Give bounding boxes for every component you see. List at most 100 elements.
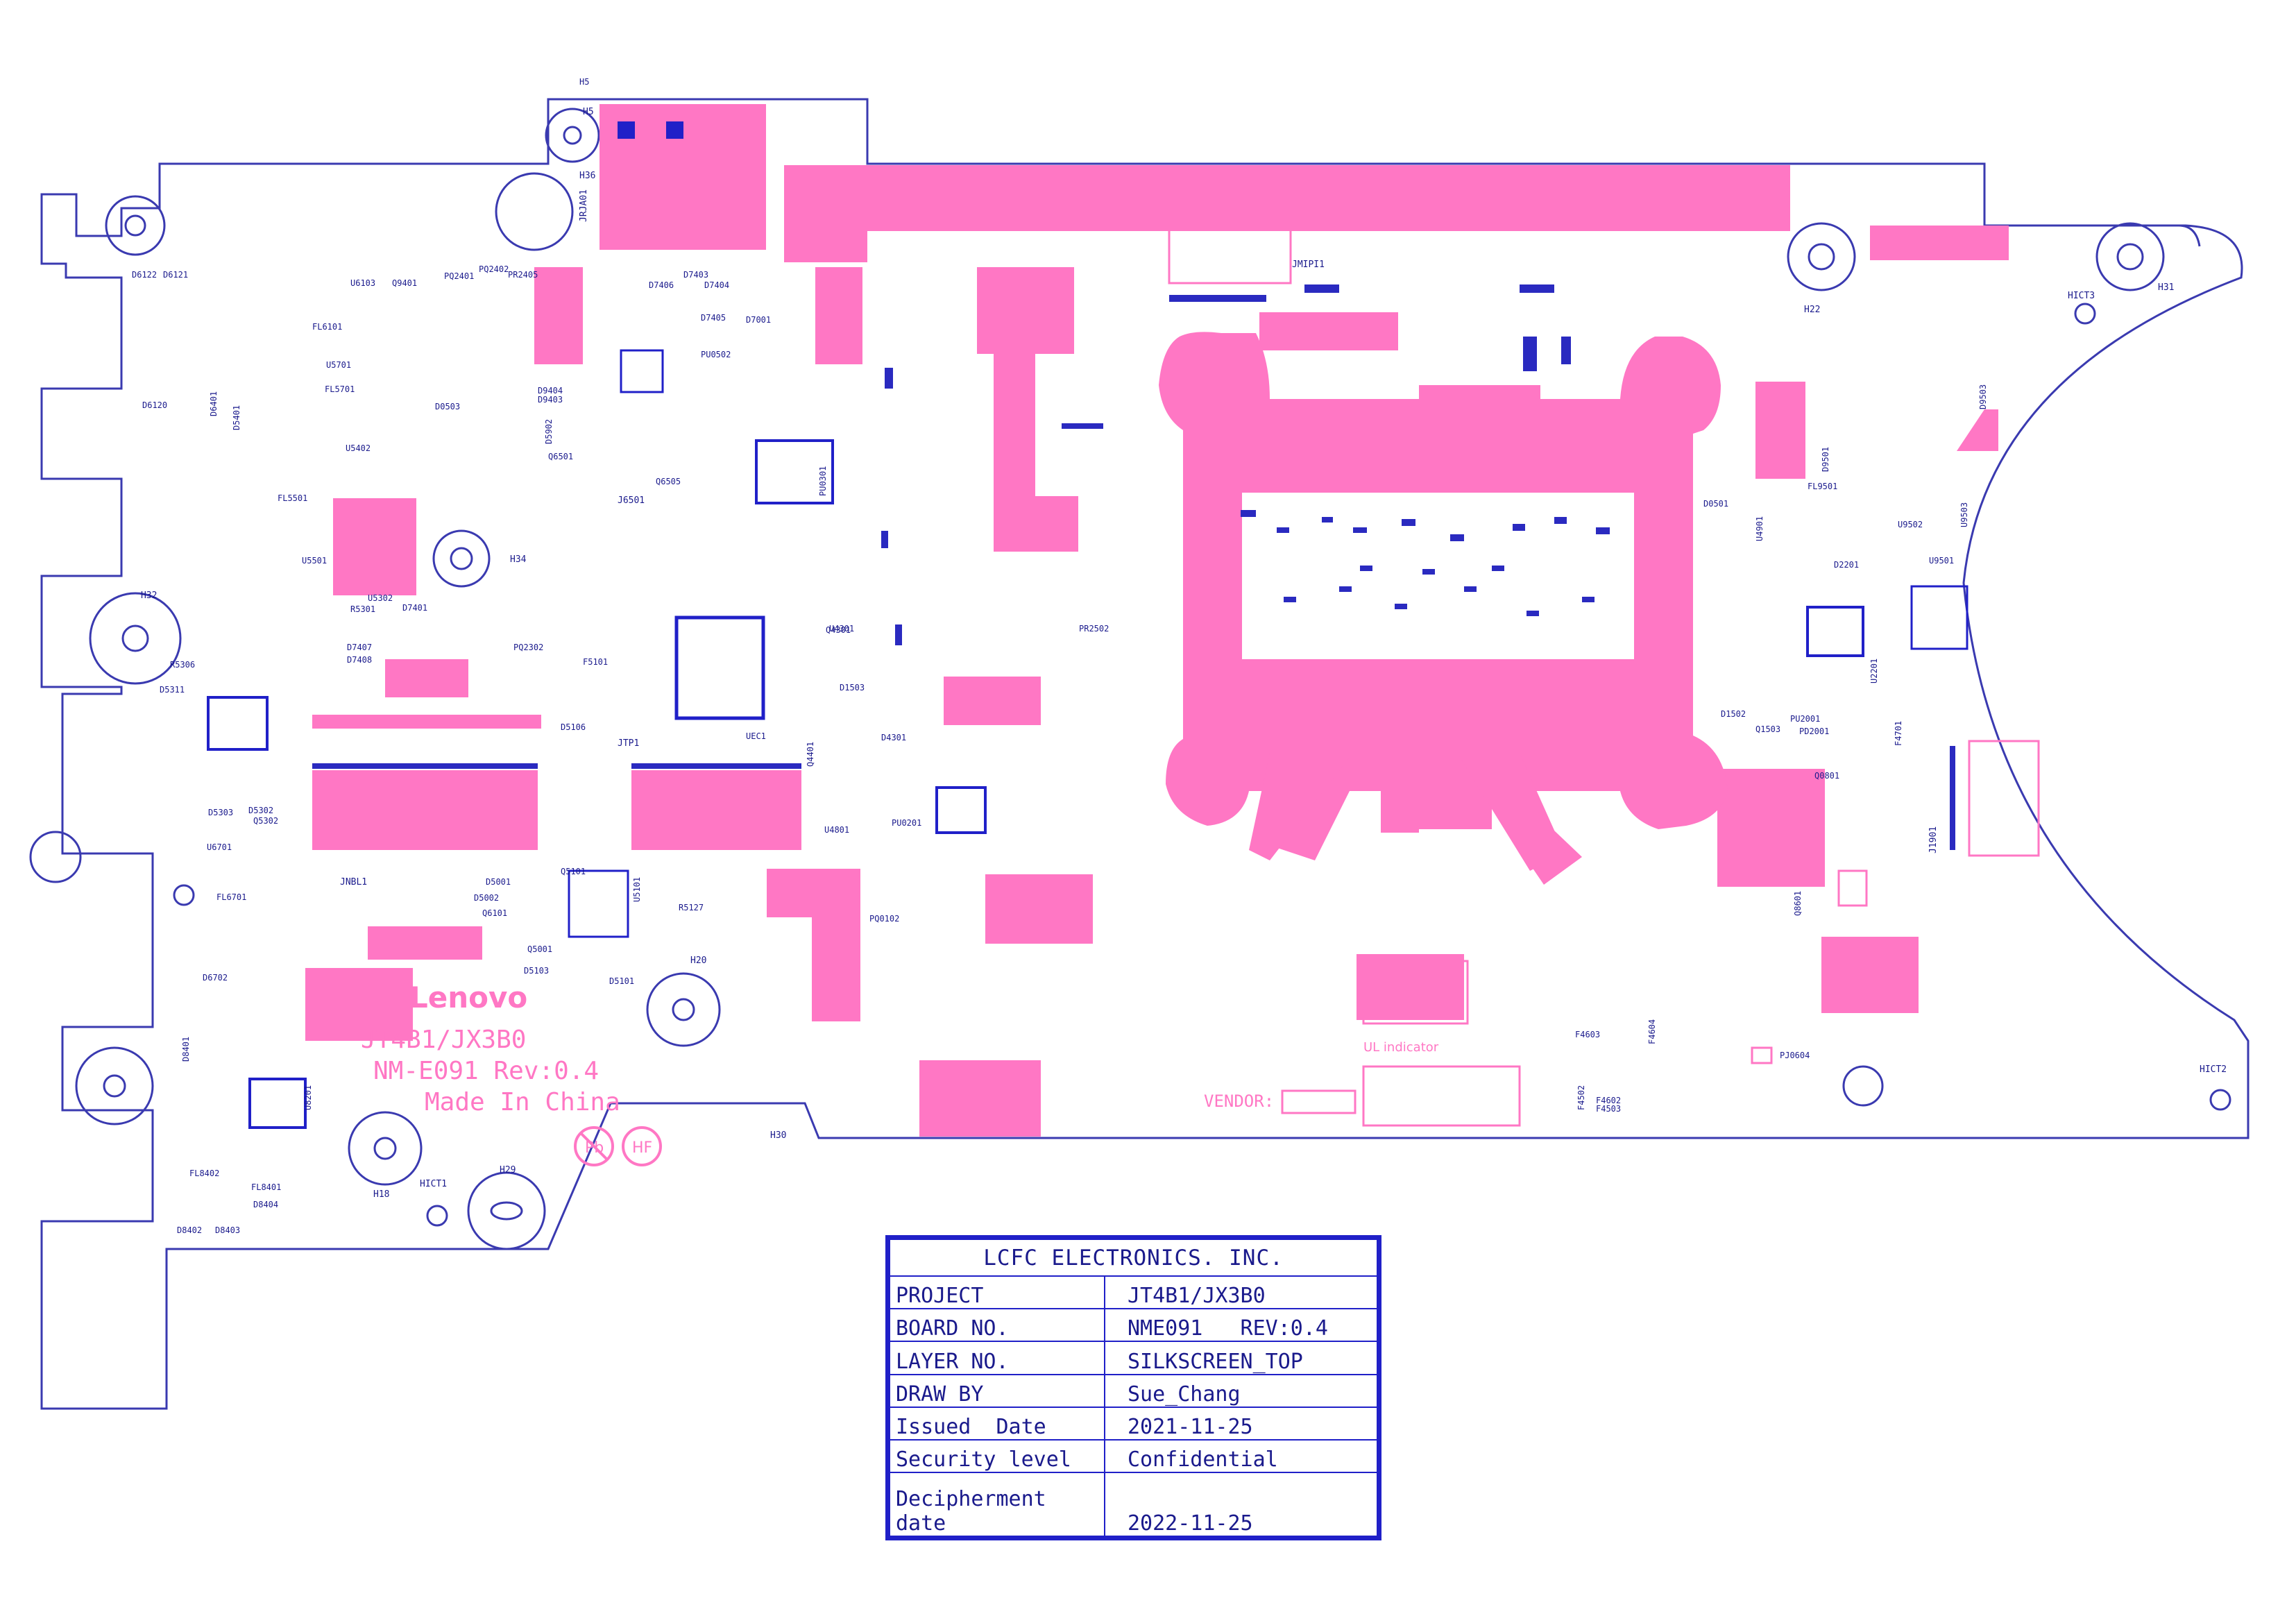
ref-designator: D6702 — [203, 973, 228, 983]
ref-designator: F4602 — [1596, 1096, 1621, 1105]
mounting-hole-h29 — [467, 1171, 546, 1250]
ic-u8201 — [248, 1078, 307, 1129]
mounting-hole-h31 — [2095, 222, 2165, 291]
ref-designator: D5902 — [544, 419, 554, 444]
ref-designator: U9501 — [1929, 556, 1954, 566]
layer-no-value: SILKSCREEN_TOP — [1104, 1341, 1378, 1375]
ref-designator: U6103 — [350, 278, 375, 288]
vendor-box — [1281, 1089, 1357, 1114]
lead-free-mark — [574, 1126, 614, 1166]
ref-designator: U5402 — [346, 443, 371, 453]
ref-designator: D5001 — [486, 877, 511, 887]
board-no-label: BOARD NO. — [889, 1308, 1105, 1343]
hole-label-h34: H34 — [510, 554, 527, 565]
ref-designator: Q4401 — [806, 742, 815, 767]
security-level-value: Confidential — [1104, 1438, 1378, 1474]
ref-designator: F5101 — [583, 657, 608, 667]
test-point-hict1 — [426, 1205, 448, 1227]
mounting-hole-h32 — [89, 592, 182, 685]
draw-by-label: DRAW BY — [889, 1373, 1105, 1408]
mounting-hole-right — [1842, 1065, 1884, 1107]
ref-designator: U4901 — [1755, 516, 1764, 541]
ref-designator: D9404 — [538, 386, 563, 396]
draw-by-value: Sue_Chang — [1104, 1373, 1378, 1408]
ref-designator: D4301 — [881, 733, 906, 742]
ref-designator: FL6701 — [216, 892, 246, 902]
hole-label-hict2: HICT2 — [2200, 1064, 2227, 1075]
ref-designator: FL5701 — [325, 384, 355, 394]
ic-u5101 — [568, 869, 629, 938]
ref-designator: H5 — [579, 77, 589, 87]
jmipi1-outline — [1168, 195, 1292, 284]
board-model-label: JT4B1/JX3B0 — [361, 1026, 526, 1054]
oval-hole-h29 — [490, 1201, 523, 1221]
ic-pu0201 — [935, 786, 987, 834]
issued-date-label: Issued Date — [889, 1406, 1105, 1441]
ref-designator: F4502 — [1576, 1085, 1586, 1110]
ref-designator: D7401 — [402, 603, 427, 613]
ref-designator: D6121 — [163, 270, 188, 280]
ref-designator: FL9501 — [1808, 482, 1837, 491]
ref-designator: PD2001 — [1799, 726, 1829, 736]
ref-designator: PQ2401 — [444, 271, 474, 281]
security-level-label: Security level — [889, 1438, 1105, 1474]
mounting-hole-h18 — [348, 1111, 423, 1186]
ref-designator: D8404 — [253, 1200, 278, 1209]
ref-designator: R5301 — [350, 604, 375, 614]
ref-designator: D0501 — [1703, 499, 1728, 509]
ref-designator: U4801 — [824, 825, 849, 835]
ref-designator: PU0301 — [818, 466, 828, 496]
hole-label-h36: H36 — [579, 171, 595, 181]
ref-designator: D7403 — [683, 270, 708, 280]
made-in-label: Made In China — [425, 1088, 620, 1116]
lead-free-mark-text: Pb — [585, 1139, 604, 1157]
ic-u9501 — [1910, 585, 1968, 650]
hole-label-h5: H5 — [583, 107, 594, 117]
hole-label-h31: H31 — [2158, 282, 2174, 293]
jnbl1-connector-pad — [312, 770, 538, 850]
ref-designator: D7406 — [649, 280, 674, 290]
jtp1-connector-pad — [631, 770, 801, 850]
ref-designator: D7405 — [701, 313, 726, 323]
ref-designator: Q4301 — [826, 625, 851, 635]
ref-designator: D8401 — [181, 1037, 191, 1062]
vendor-label: VENDOR: — [1204, 1091, 1274, 1111]
ref-designator: D1503 — [840, 683, 865, 692]
project-value: JT4B1/JX3B0 — [1104, 1275, 1378, 1310]
hole-label-h30: H30 — [770, 1130, 786, 1141]
ref-designator: F4603 — [1575, 1030, 1600, 1039]
hole-label-h22: H22 — [1804, 305, 1820, 315]
ref-designator: D7408 — [347, 655, 372, 665]
ref-designator: Q5001 — [527, 944, 552, 954]
ref-designator: D5302 — [248, 806, 273, 815]
ref-designator: D7404 — [704, 280, 729, 290]
ref-designator: D1502 — [1721, 709, 1746, 719]
mounting-hole-left-1 — [105, 195, 166, 256]
ref-designator: D9503 — [1978, 384, 1988, 409]
ref-designator: F4503 — [1596, 1104, 1621, 1114]
ref-designator: D7001 — [746, 315, 771, 325]
ref-designator: U9502 — [1898, 520, 1923, 529]
hole-label-h20: H20 — [690, 955, 706, 966]
ref-designator: U6701 — [207, 842, 232, 852]
ref-designator: PU0502 — [701, 350, 731, 359]
mounting-hole-h5 — [545, 108, 600, 163]
layer-no-label: LAYER NO. — [889, 1341, 1105, 1375]
ref-designator: FL6101 — [312, 322, 342, 332]
board-notch — [2178, 224, 2201, 247]
issued-date-value: 2021-11-25 — [1104, 1406, 1378, 1441]
ref-designator: D5101 — [609, 976, 634, 986]
ref-designator: D5311 — [160, 685, 185, 695]
board-no-value: NME091 REV:0.4 — [1104, 1308, 1378, 1343]
copper-areas — [305, 104, 2009, 1137]
board-revision-label: NM-E091 Rev:0.4 — [373, 1057, 599, 1085]
test-point-left — [173, 884, 195, 906]
ref-designator: D6401 — [209, 391, 219, 416]
ref-designator: U5302 — [368, 593, 393, 603]
ref-designator: D8402 — [177, 1225, 202, 1235]
ref-designator: Q6101 — [482, 908, 507, 918]
ic-u2201 — [1806, 606, 1864, 657]
ref-designator: D5401 — [232, 405, 241, 430]
ref-designator: D5303 — [208, 808, 233, 817]
